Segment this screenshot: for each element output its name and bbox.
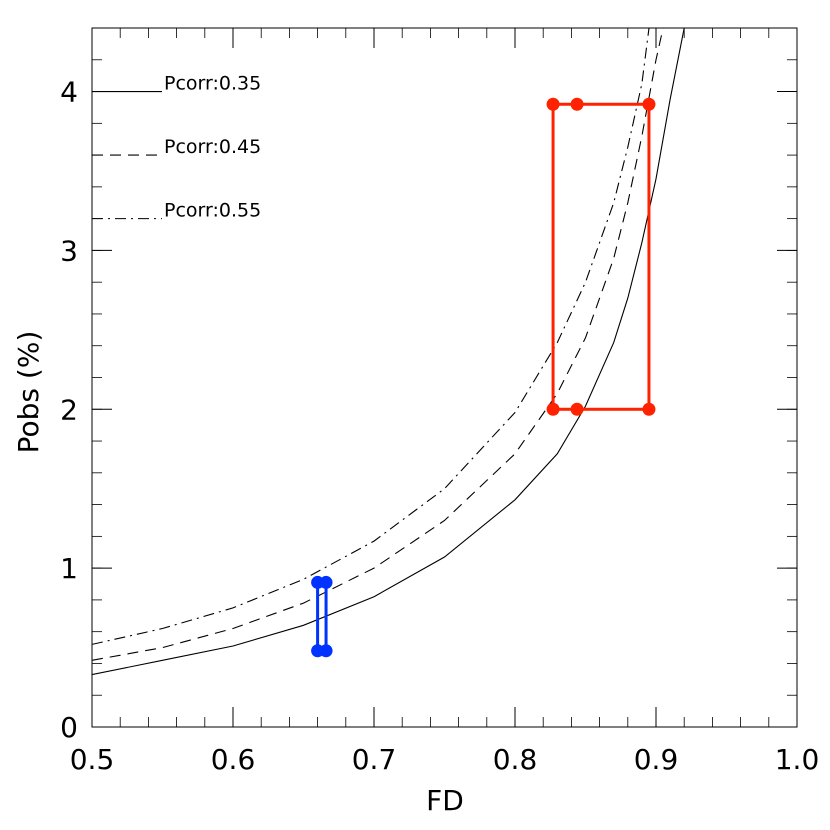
y-tick-label: 0 [60, 711, 78, 744]
red-box-rect [551, 102, 651, 411]
red-box-marker-3 [642, 97, 656, 111]
red-box-marker-2 [570, 97, 584, 111]
y-axis-title: Pobs (%) [12, 331, 45, 454]
series-line-2 [92, 28, 664, 661]
series-line-3 [92, 28, 650, 645]
red-box-marker-6 [642, 402, 656, 416]
x-tick-label: 0.5 [70, 743, 115, 776]
legend-label-1: Pcorr:0.35 [164, 73, 261, 95]
y-tick-label: 3 [60, 234, 78, 267]
blue-box-marker-2 [319, 575, 333, 589]
plot-frame [91, 27, 798, 728]
x-tick-label: 0.6 [211, 743, 256, 776]
x-tick-label: 1.0 [775, 743, 820, 776]
blue-box-marker-4 [319, 644, 333, 658]
x-axis-title: FD [426, 784, 464, 817]
legend-label-2: Pcorr:0.45 [164, 136, 261, 158]
plot-area [92, 28, 685, 676]
red-box-marker-1 [546, 97, 560, 111]
y-tick-label: 2 [60, 393, 78, 426]
y-tick-label: 4 [60, 76, 78, 109]
x-tick-label: 0.8 [493, 743, 538, 776]
y-tick-label: 1 [60, 552, 78, 585]
x-tick-label: 0.9 [634, 743, 679, 776]
blue-box-rect [316, 580, 328, 653]
red-box-marker-4 [546, 402, 560, 416]
series-line-1 [92, 28, 685, 676]
x-tick-label: 0.7 [352, 743, 397, 776]
red-box-marker-5 [570, 402, 584, 416]
legend-label-3: Pcorr:0.55 [164, 200, 261, 222]
